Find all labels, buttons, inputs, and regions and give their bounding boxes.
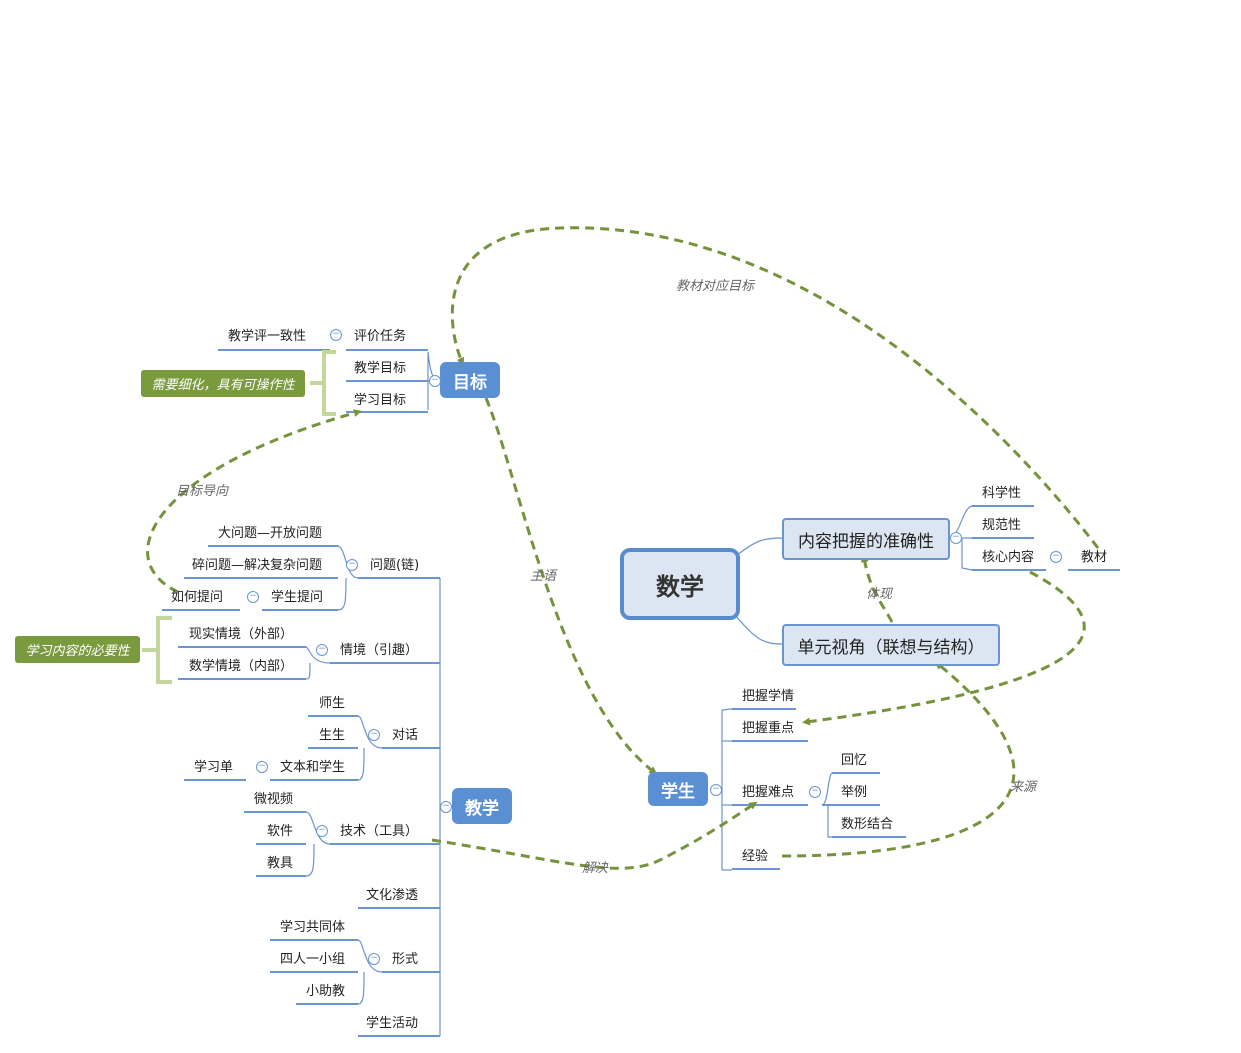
collapse-icon[interactable]: − [368, 729, 380, 741]
collapse-icon[interactable]: − [809, 786, 821, 798]
node-scientific[interactable]: 科学性 [982, 486, 1022, 501]
collapse-icon[interactable]: − [440, 801, 452, 813]
node-example[interactable]: 举例 [841, 785, 868, 800]
node-big-question[interactable]: 大问题—开放问题 [218, 526, 323, 541]
node-small-question[interactable]: 碎问题—解决复杂问题 [192, 558, 323, 573]
node-tech[interactable]: 技术（工具） [340, 824, 419, 839]
relation-lines [146, 226, 1100, 870]
node-core[interactable]: 核心内容 [982, 550, 1035, 565]
collapse-icon[interactable]: − [429, 375, 441, 387]
node-software[interactable]: 软件 [267, 824, 294, 839]
node-learn-goal[interactable]: 学习目标 [354, 393, 407, 408]
collapse-icon[interactable]: − [368, 953, 380, 965]
node-dialogue[interactable]: 对话 [392, 728, 419, 743]
node-eval-consistency[interactable]: 教学评一致性 [228, 329, 307, 344]
central-lines [735, 505, 1120, 645]
hub-teach[interactable]: 教学 [452, 788, 512, 824]
content-unit-view[interactable]: 单元视角（联想与结构） [782, 624, 1000, 666]
node-culture[interactable]: 文化渗透 [366, 888, 419, 903]
relation-solve [431, 801, 758, 870]
node-math-situation[interactable]: 数学情境（内部） [189, 659, 294, 674]
node-group[interactable]: 四人一小组 [280, 952, 346, 967]
collapse-icon[interactable]: − [710, 784, 722, 796]
node-grasp-key[interactable]: 把握重点 [742, 721, 795, 736]
node-textbook[interactable]: 教材 [1081, 550, 1108, 565]
node-grasp-difficulty[interactable]: 把握难点 [742, 785, 795, 800]
collapse-icon[interactable]: − [950, 532, 962, 544]
node-eval-task[interactable]: 评价任务 [354, 329, 407, 344]
relation-label-subject: 主语 [530, 569, 557, 584]
collapse-icon[interactable]: − [247, 591, 259, 603]
node-shape-number[interactable]: 数形结合 [841, 817, 894, 832]
relation-label-source: 来源 [1010, 780, 1037, 795]
relation-source [781, 661, 1016, 858]
collapse-icon[interactable]: − [316, 825, 328, 837]
node-normative[interactable]: 规范性 [982, 518, 1022, 533]
relation-label-embody: 体现 [866, 587, 893, 602]
goal-note-bracket [310, 350, 336, 416]
node-study-sheet[interactable]: 学习单 [194, 760, 234, 775]
node-teaching-aid[interactable]: 教具 [267, 856, 294, 871]
node-activity[interactable]: 学生活动 [366, 1016, 419, 1031]
node-situation[interactable]: 情境（引趣） [340, 643, 419, 658]
node-community[interactable]: 学习共同体 [280, 920, 346, 935]
central-topic[interactable]: 数学 [620, 548, 740, 620]
teach-branch-lines [162, 545, 452, 1037]
collapse-icon[interactable]: − [1050, 551, 1062, 563]
hub-student[interactable]: 学生 [648, 772, 708, 806]
relation-subject [484, 397, 658, 775]
student-branch-lines [712, 708, 906, 871]
node-question-chain[interactable]: 问题(链) [370, 558, 420, 573]
node-micro-video[interactable]: 微视频 [254, 792, 294, 807]
relation-label-solve: 解决 [582, 861, 609, 876]
node-student-ask[interactable]: 学生提问 [271, 590, 324, 605]
node-student-student[interactable]: 生生 [319, 728, 346, 743]
relation-label-goal-guide: 目标导向 [176, 484, 229, 499]
node-form[interactable]: 形式 [392, 952, 419, 967]
relation-core-key [802, 570, 1086, 726]
situation-note: 学习内容的必要性 [15, 636, 140, 663]
relation-textbook-goal [450, 226, 1100, 549]
relation-embody [860, 554, 894, 623]
node-grasp-situation[interactable]: 把握学情 [742, 689, 795, 704]
node-real-situation[interactable]: 现实情境（外部） [189, 627, 294, 642]
node-how-ask[interactable]: 如何提问 [171, 590, 224, 605]
collapse-icon[interactable]: − [256, 761, 268, 773]
node-recall[interactable]: 回忆 [841, 753, 868, 768]
collapse-icon[interactable]: − [316, 644, 328, 656]
situation-note-bracket [142, 616, 172, 684]
node-teacher-student[interactable]: 师生 [319, 696, 346, 711]
node-assistant[interactable]: 小助教 [306, 984, 346, 999]
hub-goal[interactable]: 目标 [440, 362, 500, 398]
node-experience[interactable]: 经验 [742, 849, 769, 864]
node-text-student[interactable]: 文本和学生 [280, 760, 346, 775]
collapse-icon[interactable]: − [330, 329, 342, 341]
collapse-icon[interactable]: − [346, 559, 358, 571]
content-accuracy[interactable]: 内容把握的准确性 [782, 518, 950, 560]
relation-goal-guide [146, 409, 362, 594]
node-teach-goal[interactable]: 教学目标 [354, 361, 407, 376]
relation-label-textbook-goal: 教材对应目标 [676, 279, 755, 294]
goal-note: 需要细化，具有可操作性 [141, 370, 305, 397]
